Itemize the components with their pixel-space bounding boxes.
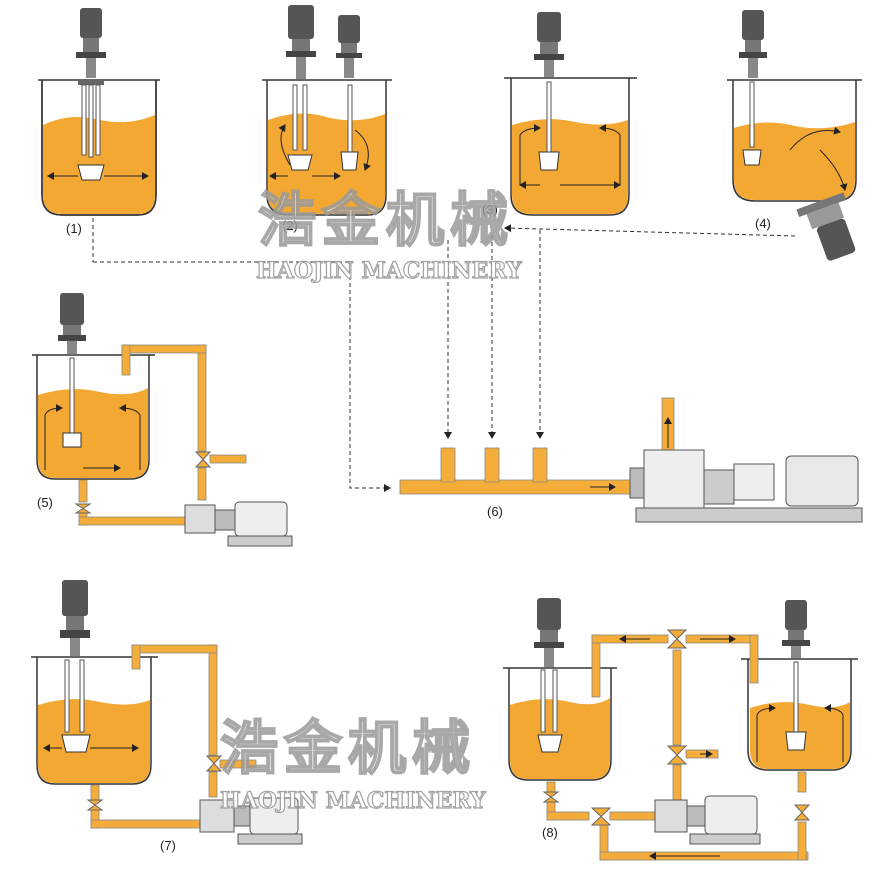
valve-5b (194, 451, 212, 468)
tank-7 (31, 580, 158, 785)
pump-8 (654, 795, 761, 845)
motor-7 (60, 580, 90, 656)
motor-3 (534, 12, 564, 77)
tank-5 (32, 293, 155, 480)
valve-8-c (793, 804, 811, 821)
motor-8a (534, 598, 564, 667)
pump-7 (199, 797, 303, 845)
watermark-cn-top: 浩金机械 (258, 186, 514, 254)
valve-8-a (542, 791, 560, 803)
pipe-loop-5 (78, 344, 247, 526)
label-1: (1) (66, 221, 82, 236)
label-8: (8) (542, 825, 558, 840)
label-6: (6) (487, 504, 503, 519)
label-3: (3) (482, 202, 498, 217)
valve-8-mid (666, 745, 688, 765)
motor-2b (336, 15, 362, 78)
bottom-homogenizer (796, 192, 856, 261)
watermark-en-bottom: HAOJIN MACHINERY (220, 788, 486, 814)
pipe-loop-7 (90, 644, 257, 829)
motor-5 (58, 293, 86, 354)
tank-2 (262, 5, 392, 216)
dashed-link-2to6 (349, 262, 391, 492)
label-5: (5) (37, 495, 53, 510)
manifold-6 (399, 397, 675, 495)
motor-2a (286, 5, 316, 79)
motor-4 (739, 10, 767, 78)
tank-8b (741, 600, 858, 771)
valve-7b (205, 755, 223, 772)
label-4: (4) (755, 216, 771, 231)
label-2: (2) (282, 218, 298, 233)
valve-7a (86, 799, 104, 811)
inline-homogenizer (629, 449, 863, 523)
pump-5 (184, 501, 293, 547)
tank-4 (727, 10, 862, 261)
valve-8-b (590, 807, 612, 826)
tank-3 (504, 12, 637, 216)
motor-1 (76, 8, 106, 78)
dashed-link-4to3 (504, 224, 796, 237)
tank-8a (503, 598, 617, 781)
watermark-cn-bottom: 浩金机械 (220, 714, 476, 782)
watermark-en-top: HAOJIN MACHINERY (256, 258, 522, 284)
valve-5a (74, 503, 92, 514)
motor-8b (782, 600, 810, 658)
valve-8-top (666, 629, 688, 649)
tank-1 (38, 8, 160, 216)
label-7: (7) (160, 838, 176, 853)
